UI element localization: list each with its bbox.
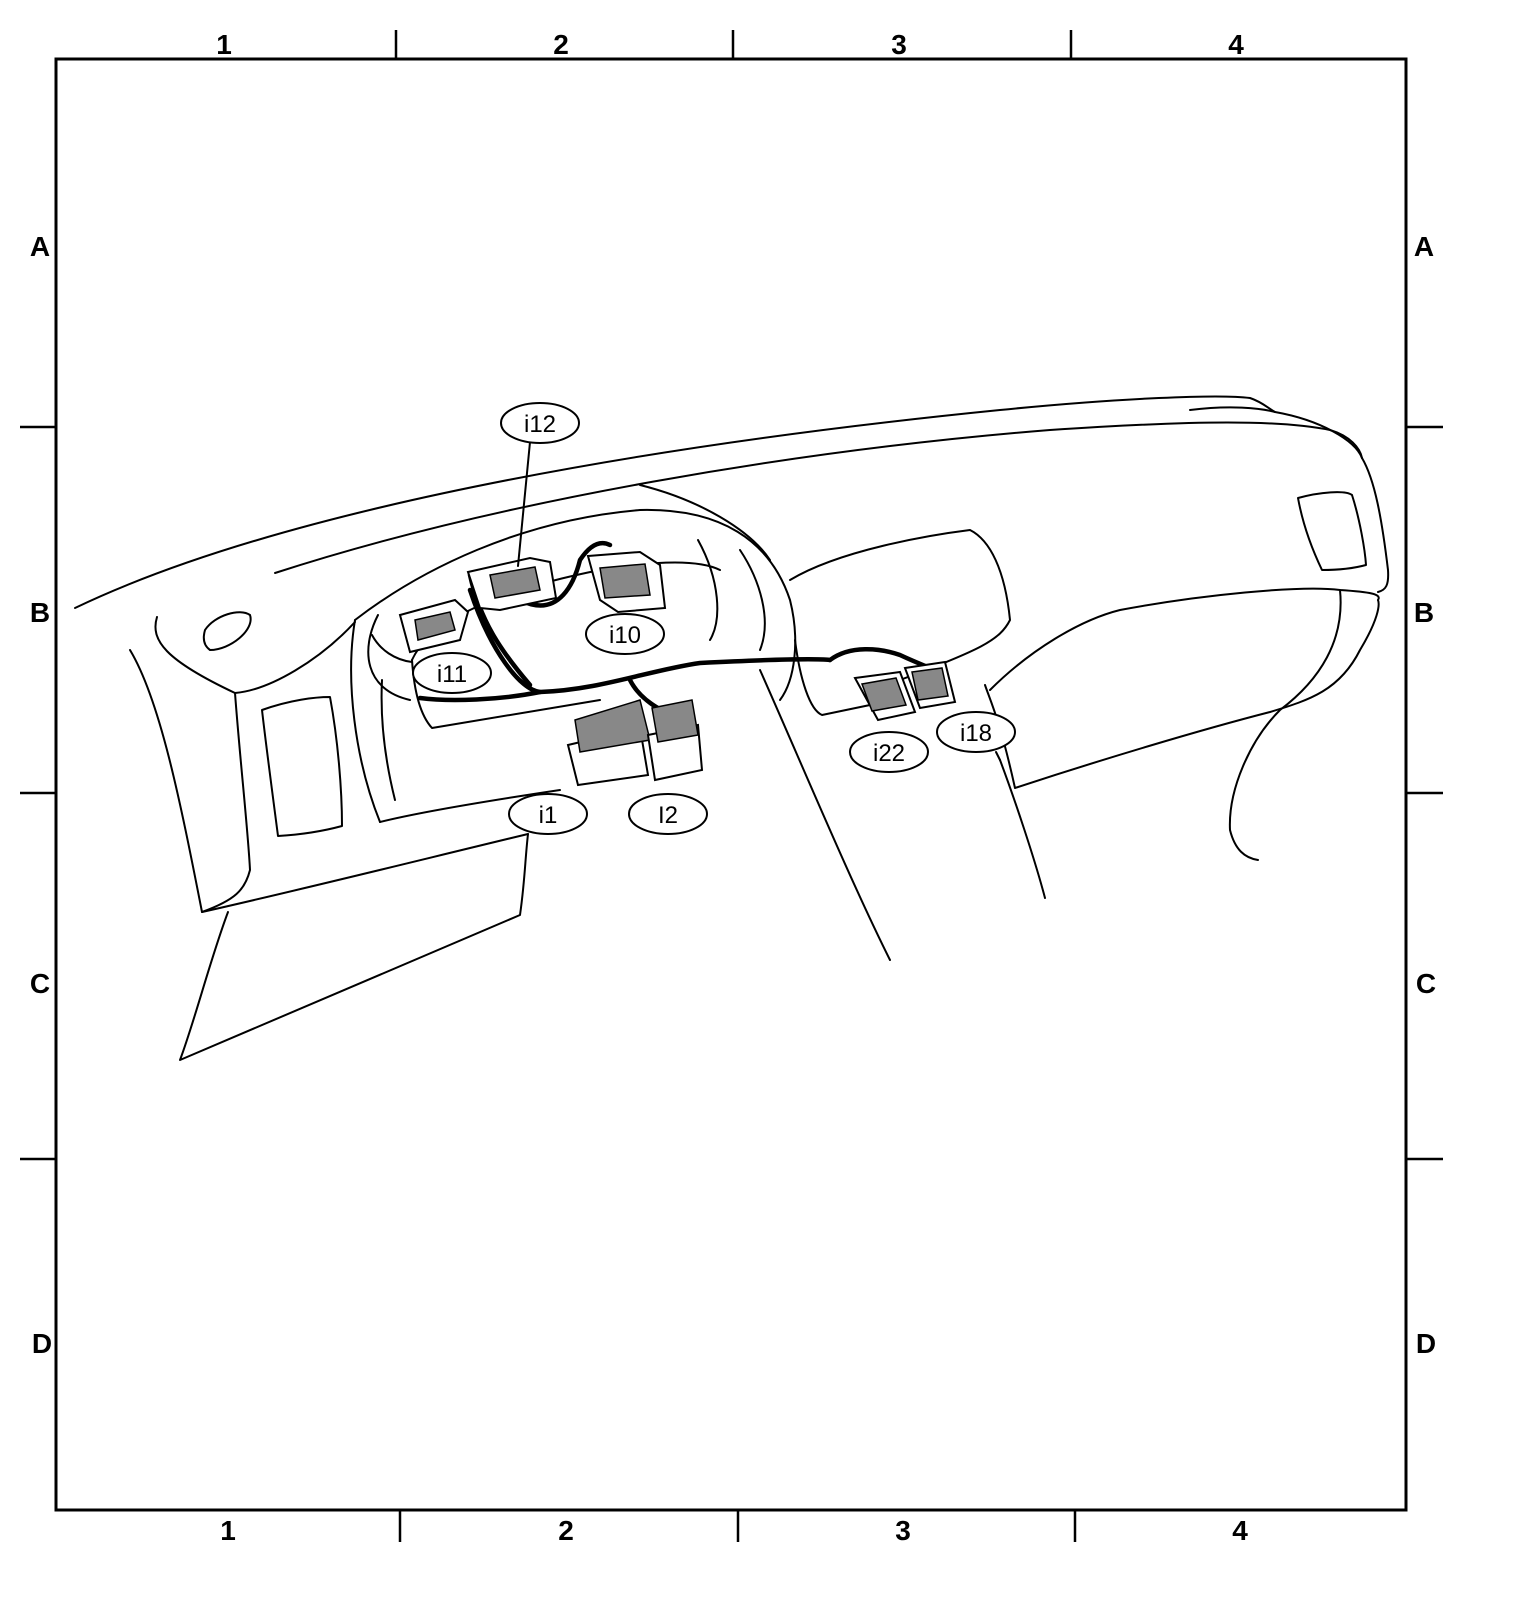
right-row-label-a: A: [1414, 231, 1434, 262]
bottom-column-label-2: 2: [558, 1515, 574, 1546]
left-row-label-b: B: [30, 597, 50, 628]
left-row-ticks: [20, 425, 56, 1161]
bottom-column-ticks: [398, 1510, 1077, 1542]
connector-label-i11: i11: [437, 661, 467, 688]
connector-callout-i10: i10: [585, 613, 665, 655]
connector-callout-i18: i18: [936, 711, 1016, 753]
connector-label-i22: i22: [873, 740, 905, 767]
right-row-label-c: C: [1416, 968, 1436, 999]
connector-label-i1: i1: [539, 802, 558, 829]
connector-label-i18: i18: [960, 720, 992, 747]
top-column-ticks: [394, 30, 1073, 59]
right-row-label-d: D: [1416, 1328, 1436, 1359]
right-row-ticks: [1406, 425, 1443, 1161]
bottom-column-label-4: 4: [1232, 1515, 1248, 1546]
connector-label-i2: I2: [658, 802, 678, 829]
connector-callout-i22: i22: [849, 731, 929, 773]
connector-bodies: [398, 550, 957, 787]
top-column-label-2: 2: [553, 29, 569, 60]
instrument-panel-drawing: [74, 395, 1390, 1061]
diagram-frame: [54, 57, 1408, 1512]
bottom-column-label-3: 3: [895, 1515, 911, 1546]
connector-label-i12: i12: [524, 411, 556, 438]
top-column-label-3: 3: [891, 29, 907, 60]
left-row-label-a: A: [30, 231, 50, 262]
left-row-label-d: D: [32, 1328, 52, 1359]
leader-lines: [517, 441, 1001, 761]
top-column-label-4: 4: [1228, 29, 1244, 60]
right-row-label-b: B: [1414, 597, 1434, 628]
connector-label-i10: i10: [609, 622, 641, 649]
connector-callout-i11: i11: [412, 652, 492, 694]
connector-callout-i2: I2: [628, 793, 708, 835]
left-row-label-c: C: [30, 968, 50, 999]
top-column-label-1: 1: [216, 29, 232, 60]
bottom-column-label-1: 1: [220, 1515, 236, 1546]
wiring-harness: [367, 540, 943, 723]
connector-callout-i12: i12: [500, 402, 580, 444]
connector-callout-i1: i1: [508, 793, 588, 835]
